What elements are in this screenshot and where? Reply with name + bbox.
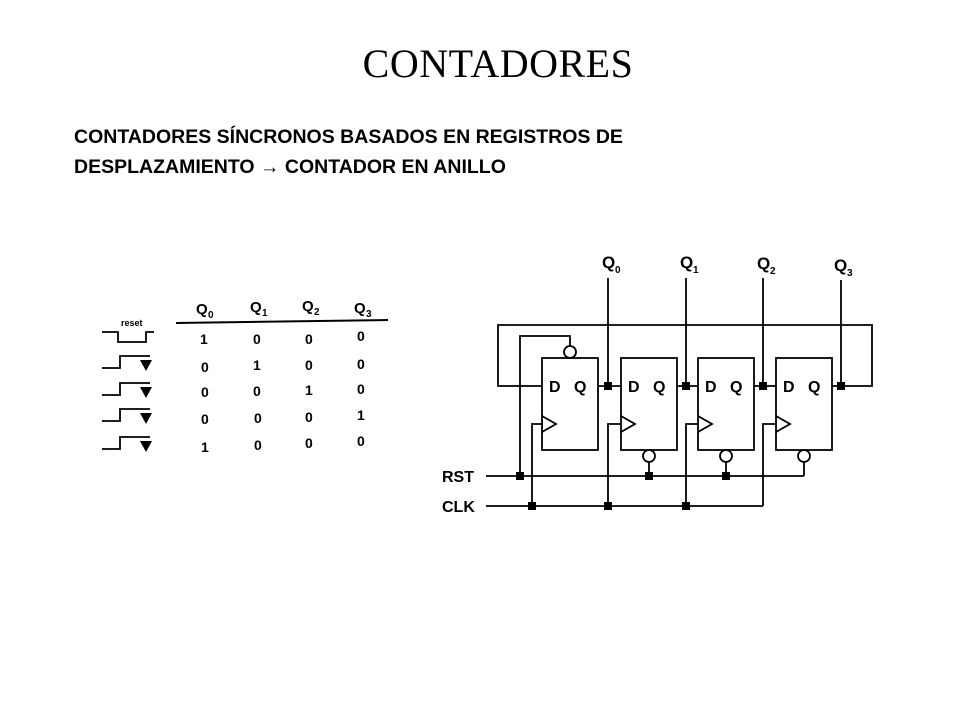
- svg-text:0: 0: [357, 328, 365, 344]
- svg-text:D: D: [549, 379, 561, 396]
- svg-text:Q: Q: [354, 300, 366, 317]
- slide-subtitle: CONTADORES SÍNCRONOS BASADOS EN REGISTRO…: [74, 122, 834, 182]
- flip-flop-3: [775, 357, 833, 451]
- reset-pulse: [102, 331, 154, 343]
- output-label-q3: Q 3: [834, 256, 853, 279]
- clk-wire-0: [531, 423, 542, 506]
- svg-text:1: 1: [693, 265, 699, 276]
- flip-flop-0: [541, 357, 599, 451]
- svg-text:0: 0: [357, 356, 365, 372]
- svg-text:0: 0: [253, 383, 261, 399]
- svg-text:Q: Q: [680, 253, 693, 272]
- output-label-q1: Q 1: [680, 253, 699, 276]
- preset-bubble-0: [563, 345, 577, 359]
- svg-text:3: 3: [847, 268, 853, 279]
- svg-text:1: 1: [357, 407, 365, 423]
- svg-text:Q: Q: [834, 256, 847, 275]
- table-row: 1 0 0 0: [200, 328, 365, 347]
- svg-text:0: 0: [357, 433, 365, 449]
- subtitle-line-1: CONTADORES SÍNCRONOS BASADOS EN REGISTRO…: [74, 126, 623, 148]
- svg-text:0: 0: [357, 381, 365, 397]
- svg-text:Q: Q: [730, 379, 742, 396]
- svg-text:Q: Q: [653, 379, 665, 396]
- svg-text:0: 0: [615, 265, 621, 276]
- table-header-rule: [175, 319, 389, 324]
- flip-flop-labels: D Q D Q D Q D Q: [549, 379, 820, 396]
- svg-text:0: 0: [201, 411, 209, 427]
- svg-text:D: D: [705, 379, 717, 396]
- table-header-q1: Q 1: [250, 299, 268, 319]
- edge-arrow-1: [140, 360, 152, 371]
- edge-arrow-4: [140, 441, 152, 452]
- svg-text:0: 0: [305, 409, 313, 425]
- output-label-q0: Q 0: [602, 253, 621, 276]
- svg-text:3: 3: [366, 309, 372, 320]
- edge-arrow-2: [140, 387, 152, 398]
- svg-text:Q: Q: [602, 253, 615, 272]
- clear-bubble-1: [642, 449, 656, 463]
- table-row: 0 1 0 0: [201, 356, 365, 375]
- flip-flop-1: [620, 357, 678, 451]
- table-header-q3: Q 3: [354, 300, 372, 320]
- clk-label: CLK: [442, 499, 475, 516]
- svg-text:0: 0: [305, 357, 313, 373]
- svg-text:0: 0: [201, 384, 209, 400]
- table-header-q2: Q 2: [302, 298, 320, 318]
- clock-edge-1: [102, 355, 150, 369]
- svg-text:1: 1: [305, 382, 313, 398]
- clk-wire-3: [762, 423, 776, 506]
- clock-input-1: [620, 415, 637, 433]
- svg-text:1: 1: [253, 357, 261, 373]
- flip-flop-2: [697, 357, 755, 451]
- clock-edge-2: [102, 382, 150, 396]
- svg-text:0: 0: [208, 310, 214, 321]
- edge-arrow-3: [140, 413, 152, 424]
- svg-text:Q: Q: [808, 379, 820, 396]
- edge-markers: [140, 360, 152, 452]
- clear-bubble-2: [719, 449, 733, 463]
- svg-text:Q: Q: [196, 301, 208, 318]
- svg-text:1: 1: [200, 331, 208, 347]
- slide-title: CONTADORES: [362, 41, 634, 86]
- clock-edge-3: [102, 408, 150, 422]
- junction-dots: [516, 382, 845, 510]
- svg-text:0: 0: [305, 331, 313, 347]
- svg-text:0: 0: [201, 359, 209, 375]
- rst-label: RST: [442, 469, 474, 486]
- svg-text:0: 0: [254, 410, 262, 426]
- svg-text:1: 1: [201, 439, 209, 455]
- table-row: 0 0 0 1: [201, 407, 365, 427]
- clear-bubble-3: [797, 449, 811, 463]
- ring-counter-circuit: Q 0 Q 1 Q 2 Q 3: [442, 253, 873, 516]
- svg-text:0: 0: [305, 435, 313, 451]
- svg-text:Q: Q: [757, 254, 770, 273]
- state-table: Q 0 Q 1 Q 2 Q 3 reset: [102, 298, 389, 455]
- svg-text:Q: Q: [574, 379, 586, 396]
- svg-text:0: 0: [253, 331, 261, 347]
- output-label-q2: Q 2: [757, 254, 776, 277]
- table-row: 0 0 1 0: [201, 381, 365, 400]
- clock-input-2: [697, 415, 714, 433]
- reset-label: reset: [121, 318, 143, 328]
- table-row: 1 0 0 0: [201, 433, 365, 455]
- clock-edge-4: [102, 436, 150, 450]
- svg-text:1: 1: [262, 308, 268, 319]
- clk-wire-1: [607, 423, 621, 506]
- clk-wire-2: [685, 423, 698, 506]
- svg-text:D: D: [783, 379, 795, 396]
- svg-text:Q: Q: [302, 298, 314, 315]
- feedback-loop-wire: [497, 324, 873, 387]
- svg-text:0: 0: [254, 437, 262, 453]
- svg-text:Q: Q: [250, 299, 262, 316]
- clock-waveforms: [102, 331, 154, 450]
- svg-text:2: 2: [314, 307, 320, 318]
- clock-input-3: [775, 415, 792, 433]
- svg-text:2: 2: [770, 266, 776, 277]
- preset-wire-0: [519, 335, 571, 476]
- svg-text:D: D: [628, 379, 640, 396]
- table-header-q0: Q 0: [196, 301, 214, 321]
- subtitle-line-2: DESPLAZAMIENTO → CONTADOR EN ANILLO: [74, 156, 506, 178]
- clock-input-0: [541, 415, 558, 433]
